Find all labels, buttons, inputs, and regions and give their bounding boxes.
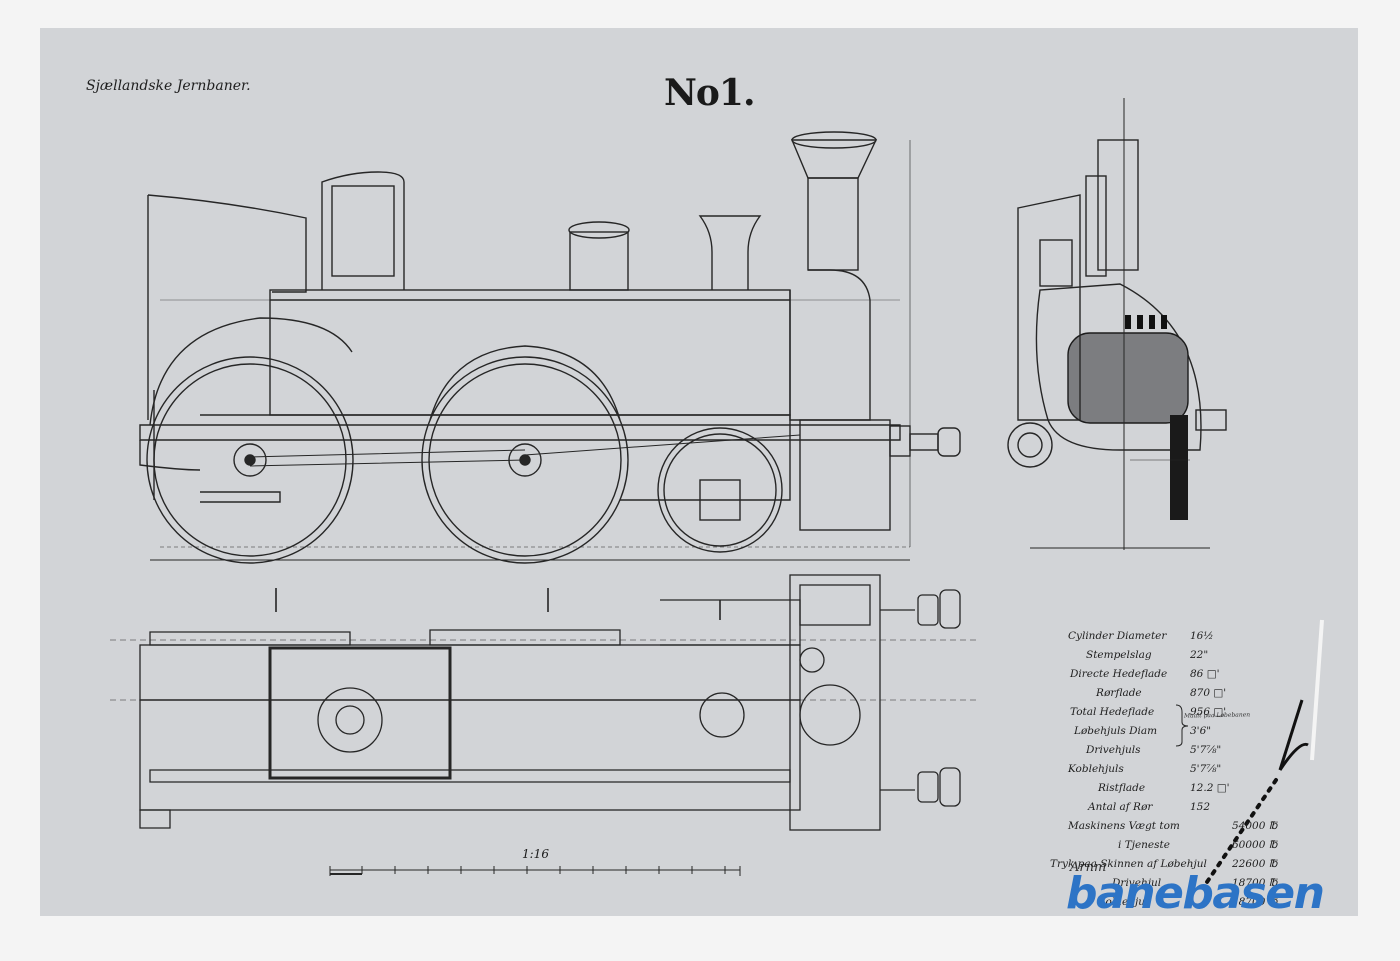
spec-label: Tryk paa Skinnen af Løbehjul (1050, 858, 1207, 870)
spec-row: Total Hedeflade 956 □' (1068, 704, 1338, 723)
spec-row: Antal af Rør 152 (1068, 799, 1338, 818)
plan-view (110, 574, 980, 831)
company-title: Sjællandske Jernbaner. (86, 78, 251, 94)
spec-row: Maskinens Vægt tom 54000 ℔ (1068, 818, 1338, 837)
specs-brace (1175, 704, 1189, 747)
spec-row: Drivehjuls 5'7⅞" (1068, 742, 1338, 761)
spec-value: 870 □' (1190, 687, 1227, 699)
side-elevation (139, 131, 961, 564)
spec-label: Drivehjuls (1086, 744, 1141, 756)
spec-value: 12.2 □' (1190, 782, 1230, 794)
spec-label: Ristflade (1098, 782, 1146, 794)
spec-label: Koblehjuls (1068, 763, 1124, 775)
spec-row: Koblehjuls 5'7⅞" (1068, 761, 1338, 780)
signature: Arnm (1070, 860, 1107, 875)
specifications-table: Cylinder Diameter 16½ Stempelslag 22" Direct… (1050, 628, 1338, 913)
spec-label: Koblehjul (1098, 896, 1149, 908)
spec-row: Cylinder Diameter 16½ (1068, 628, 1338, 647)
spec-row: i Tjeneste 60000 ℔ (1068, 837, 1338, 856)
spec-value: 18700 ℔ (1232, 877, 1278, 889)
scale-bar (329, 866, 741, 876)
drawing-number: No1. (664, 72, 755, 114)
spec-row: Koblehjul 18700 ℔ (1068, 894, 1338, 913)
end-elevation (1007, 98, 1227, 550)
spec-label: Løbehjuls Diam (1074, 725, 1158, 737)
spec-label: Rørflade (1096, 687, 1142, 699)
spec-row: Løbehjuls Diam 3'6" (1068, 723, 1338, 742)
spec-label: Stempelslag (1086, 649, 1152, 661)
spec-row: Ristflade 12.2 □' (1068, 780, 1338, 799)
spec-value: 16½ (1190, 630, 1214, 642)
spec-label: Antal af Rør (1088, 801, 1153, 813)
spec-value: 54000 ℔ (1232, 820, 1278, 832)
spec-value: 5'7⅞" (1190, 744, 1222, 756)
spec-row: Drivehjul 18700 ℔ (1068, 875, 1338, 894)
spec-value: 22" (1190, 649, 1209, 661)
watermark-swoosh (1203, 619, 1324, 887)
scale-label: 1:16 (522, 847, 549, 861)
spec-value: 18700 ℔ (1232, 896, 1278, 908)
spec-row: Tryk paa Skinnen af Løbehjul 22600 ℔ (1050, 856, 1338, 875)
spec-row: Stempelslag 22" (1068, 647, 1338, 666)
spec-row: Rørflade 870 □' (1068, 685, 1338, 704)
spec-value: 3'6" (1190, 725, 1212, 737)
spec-value: 152 (1190, 801, 1211, 813)
spec-value: 5'7⅞" (1190, 763, 1222, 775)
spec-row: Directe Hedeflade 86 □' (1068, 666, 1338, 685)
spec-label: Drivehjul (1112, 877, 1162, 889)
spec-value: 22600 ℔ (1232, 858, 1278, 870)
spec-label: Total Hedeflade (1070, 706, 1155, 718)
banebasen-logo: banebasen (1066, 868, 1325, 919)
spec-value: 60000 ℔ (1232, 839, 1278, 851)
spec-value: 956 □' (1190, 706, 1227, 718)
spec-value: 86 □' (1190, 668, 1220, 680)
spec-label: Directe Hedeflade (1070, 668, 1168, 680)
spec-label: i Tjeneste (1118, 839, 1170, 851)
spec-label: Maskinens Vægt tom (1068, 820, 1180, 832)
spec-label: Cylinder Diameter (1068, 630, 1167, 642)
